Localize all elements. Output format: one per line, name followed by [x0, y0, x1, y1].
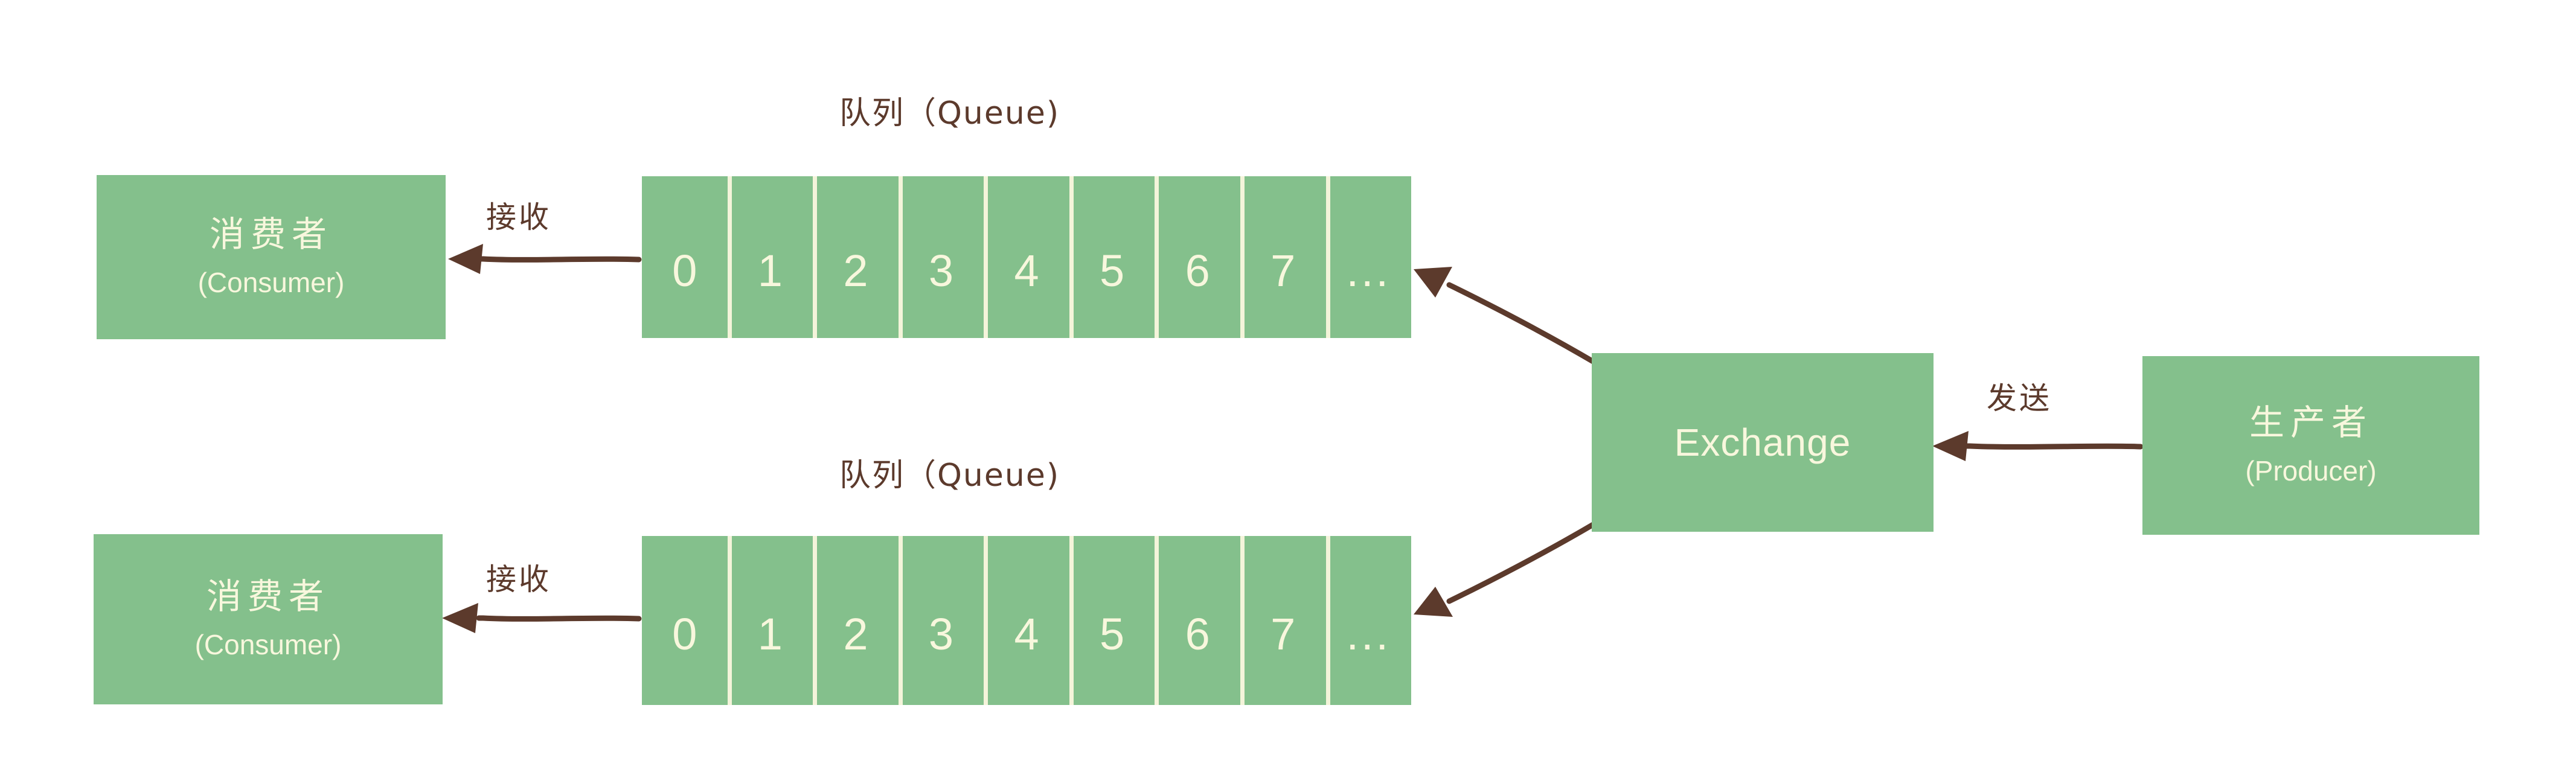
consumer-top-label-en: (Consumer): [197, 267, 345, 299]
queue-caption-top: 队列（Queue): [839, 95, 1060, 132]
queue-bottom-cell[interactable]: 1: [727, 536, 813, 705]
queue-bottom-cell[interactable]: 4: [984, 536, 1069, 705]
queue-bottom-cell[interactable]: 7: [1240, 536, 1326, 705]
consumer-box-top[interactable]: 消费者 (Consumer): [97, 175, 446, 339]
arrow-receive-bottom: [442, 603, 642, 633]
arrow-exchange-to-queue-bottom: [1414, 521, 1597, 617]
consumer-bottom-label-en: (Consumer): [194, 629, 342, 661]
queue-bottom-cell-ellipsis: ...: [1325, 536, 1412, 705]
consumer-top-label-cn: 消费者: [209, 214, 333, 255]
queue-top-cell-ellipsis: ...: [1325, 176, 1412, 338]
queue-bottom[interactable]: 0 1 2 3 4 5 6 7 ...: [642, 536, 1411, 705]
queue-top-cell[interactable]: 1: [727, 176, 813, 338]
exchange-box[interactable]: Exchange: [1592, 353, 1934, 532]
queue-bottom-cell[interactable]: 2: [813, 536, 899, 705]
queue-bottom-cell[interactable]: 0: [672, 609, 697, 659]
queue-top-cell[interactable]: 2: [813, 176, 899, 338]
queue-bottom-cell[interactable]: 5: [1069, 536, 1155, 705]
edge-label-receive-top: 接收: [486, 200, 551, 235]
exchange-label: Exchange: [1674, 421, 1851, 464]
arrow-exchange-to-queue-top: [1414, 267, 1597, 365]
queue-top-cell[interactable]: 4: [984, 176, 1069, 338]
producer-box[interactable]: 生产者 (Producer): [2142, 356, 2479, 535]
arrow-receive-top: [448, 244, 642, 274]
producer-label-en: (Producer): [2245, 455, 2377, 487]
queue-top-cell[interactable]: 6: [1155, 176, 1240, 338]
queue-top-cell[interactable]: 7: [1240, 176, 1326, 338]
edge-label-receive-bottom: 接收: [486, 562, 551, 597]
consumer-box-bottom[interactable]: 消费者 (Consumer): [94, 534, 443, 704]
arrow-send: [1932, 431, 2144, 461]
consumer-bottom-label-cn: 消费者: [206, 576, 330, 617]
queue-top-cell[interactable]: 3: [898, 176, 984, 338]
producer-label-cn: 生产者: [2249, 402, 2373, 444]
queue-top[interactable]: 0 1 2 3 4 5 6 7 ...: [642, 176, 1411, 338]
queue-bottom-cell[interactable]: 6: [1155, 536, 1240, 705]
queue-top-cell[interactable]: 0: [672, 246, 697, 296]
queue-caption-bottom: 队列（Queue): [839, 458, 1060, 494]
queue-top-cell[interactable]: 5: [1069, 176, 1155, 338]
queue-bottom-cell[interactable]: 3: [898, 536, 984, 705]
edge-label-send: 发送: [1987, 381, 2052, 416]
